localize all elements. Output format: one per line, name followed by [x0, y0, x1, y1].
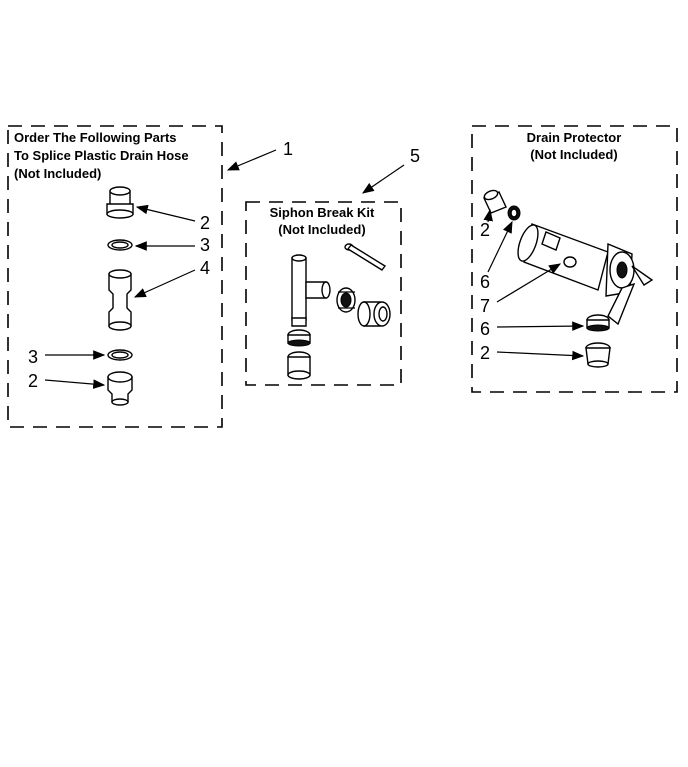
siphon-tube-pin: [344, 243, 387, 271]
siphon-title-line-2: (Not Included): [278, 222, 365, 237]
protector-title-line-2: (Not Included): [530, 147, 617, 162]
leader-line-6-protector-top: [487, 220, 513, 273]
splice-title-line-1: Order The Following Parts: [14, 130, 177, 145]
callout-1: 1: [283, 139, 293, 159]
leader-line-5: [362, 164, 405, 194]
splice-title-line-3: (Not Included): [14, 166, 101, 181]
callout-3-bottom: 3: [28, 347, 38, 367]
leader-line-4: [133, 269, 196, 298]
leader-line-2-top: [135, 204, 196, 222]
splice-title-line-2: To Splice Plastic Drain Hose: [14, 148, 189, 163]
leader-line-1: [226, 149, 277, 171]
callout-6-protector-top: 6: [480, 272, 490, 292]
splice-tube: [108, 269, 132, 331]
leader-line-2-protector-bottom: [496, 350, 585, 361]
drain-protector-panel: Drain Protector (Not Included): [471, 125, 678, 393]
callout-6-protector-bottom: 6: [480, 319, 490, 339]
callout-3-top: 3: [200, 235, 210, 255]
leader-line-7: [496, 263, 562, 303]
siphon-cap: [357, 301, 391, 327]
protector-cap-bottom: [585, 342, 611, 368]
splice-parts-panel: Order The Following Parts To Splice Plas…: [7, 125, 293, 428]
callout-2-bottom: 2: [28, 371, 38, 391]
hose-clamp-bottom: [107, 349, 133, 361]
splice-panel-border: [7, 125, 223, 428]
siphon-panel-border: [245, 201, 402, 386]
callout-5: 5: [410, 146, 420, 166]
protector-panel-border: [471, 125, 678, 393]
protector-title-line-1: Drain Protector: [527, 130, 622, 145]
callout-2-protector-bottom: 2: [480, 343, 490, 363]
siphon-break-kit-panel: Siphon Break Kit (Not Included) 5: [245, 146, 420, 386]
drain-protector-body: [517, 223, 654, 326]
protector-cap-top: [483, 189, 507, 214]
hose-clamp-top: [107, 239, 133, 251]
siphon-title-line-1: Siphon Break Kit: [270, 205, 375, 220]
hose-connector-top: [106, 186, 134, 219]
siphon-ring: [287, 329, 311, 347]
protector-ring-top: [507, 205, 521, 221]
callout-2-protector-top: 2: [480, 220, 490, 240]
leader-line-2-bottom: [44, 379, 106, 389]
siphon-tee-fitting: [291, 254, 331, 327]
hose-connector-bottom: [107, 371, 133, 406]
callout-7: 7: [480, 296, 490, 316]
leader-line-2-protector-top: [483, 208, 493, 223]
siphon-nut: [336, 287, 356, 313]
protector-ring-bottom: [586, 314, 610, 332]
callout-2-top: 2: [200, 213, 210, 233]
callout-4: 4: [200, 258, 210, 278]
leader-line-6-protector-bottom: [496, 321, 585, 331]
siphon-bottom-fitting: [287, 351, 311, 380]
